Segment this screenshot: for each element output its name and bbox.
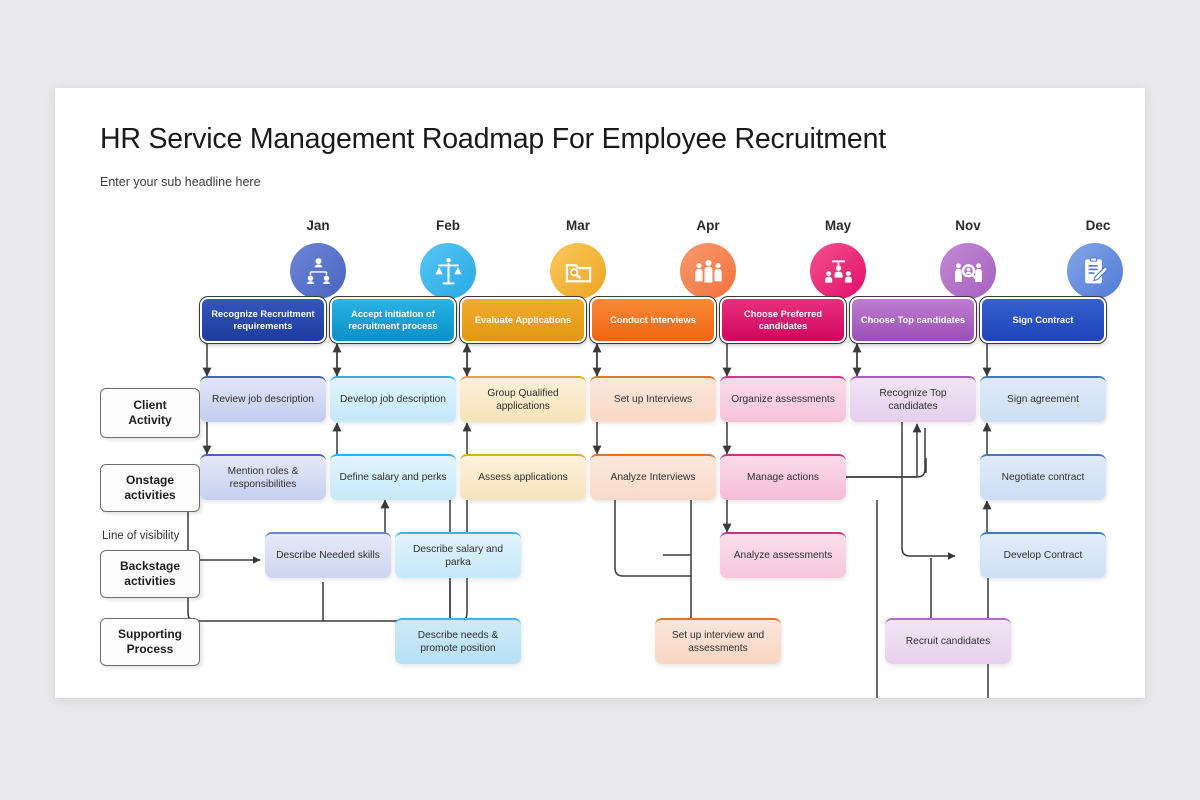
support-recruit-candidates[interactable]: Recruit candidates bbox=[885, 618, 1011, 664]
client-activity-may[interactable]: Choose Preferred candidates bbox=[719, 296, 847, 344]
onstage-may[interactable]: Organize assessments bbox=[720, 376, 846, 422]
page-title: HR Service Management Roadmap For Employ… bbox=[100, 123, 886, 155]
client-activity-mar[interactable]: Evaluate Applications bbox=[459, 296, 587, 344]
candidate-search-icon bbox=[940, 243, 996, 299]
month-label-feb: Feb bbox=[435, 218, 460, 233]
month-label-mar: Mar bbox=[565, 218, 590, 233]
backstage-dec[interactable]: Negotiate contract bbox=[980, 454, 1106, 500]
row-label-text: Onstage activities bbox=[124, 472, 176, 502]
sign-document-icon bbox=[1067, 243, 1123, 299]
onstage-nov[interactable]: Recognize Top candidates bbox=[850, 376, 976, 422]
row-label-text: Backstage activities bbox=[119, 558, 181, 588]
client-activity-nov[interactable]: Choose Top candidates bbox=[849, 296, 977, 344]
group-people-icon bbox=[680, 243, 736, 299]
support-analyze-assessments[interactable]: Analyze assessments bbox=[720, 532, 846, 578]
onstage-dec[interactable]: Sign agreement bbox=[980, 376, 1106, 422]
backstage-mar[interactable]: Assess applications bbox=[460, 454, 586, 500]
team-presentation-icon bbox=[810, 243, 866, 299]
month-label-dec: Dec bbox=[1085, 218, 1111, 233]
support-develop-contract[interactable]: Develop Contract bbox=[980, 532, 1106, 578]
month-label-jan: Jan bbox=[306, 218, 330, 233]
client-activity-apr[interactable]: Conduct Interviews bbox=[589, 296, 717, 344]
client-activity-dec[interactable]: Sign Contract bbox=[979, 296, 1107, 344]
support-describe-needed-skills[interactable]: Describe Needed skills bbox=[265, 532, 391, 578]
month-label-may: May bbox=[824, 218, 852, 233]
page-subtitle: Enter your sub headline here bbox=[100, 175, 261, 189]
support-set-up-interview-and-assessments[interactable]: Set up interview and assessments bbox=[655, 618, 781, 664]
month-label-nov: Nov bbox=[955, 218, 981, 233]
scales-balance-icon bbox=[420, 243, 476, 299]
support-describe-needs-promote-position[interactable]: Describe needs & promote position bbox=[395, 618, 521, 664]
row-label-text: Supporting Process bbox=[118, 626, 182, 656]
row-label-backstage-activities: Backstage activities bbox=[100, 550, 200, 598]
line-of-visibility-label: Line of visibility bbox=[102, 530, 180, 542]
row-label-onstage-activities: Onstage activities bbox=[100, 464, 200, 512]
file-search-icon bbox=[550, 243, 606, 299]
onstage-mar[interactable]: Group Qualified applications bbox=[460, 376, 586, 422]
backstage-may[interactable]: Manage actions bbox=[720, 454, 846, 500]
backstage-feb[interactable]: Define salary and perks bbox=[330, 454, 456, 500]
month-label-apr: Apr bbox=[696, 218, 720, 233]
client-activity-jan[interactable]: Recognize Recruitment requirements bbox=[199, 296, 327, 344]
org-chart-people-icon bbox=[290, 243, 346, 299]
support-describe-salary-and-parka[interactable]: Describe salary and parka bbox=[395, 532, 521, 578]
backstage-apr[interactable]: Analyze Interviews bbox=[590, 454, 716, 500]
client-activity-feb[interactable]: Accept initiation of recruitment process bbox=[329, 296, 457, 344]
backstage-jan[interactable]: Mention roles & responsibilities bbox=[200, 454, 326, 500]
onstage-jan[interactable]: Review job description bbox=[200, 376, 326, 422]
onstage-feb[interactable]: Develop job description bbox=[330, 376, 456, 422]
row-label-supporting-process: Supporting Process bbox=[100, 618, 200, 666]
row-label-text: Client Activity bbox=[128, 397, 172, 427]
slide-canvas: HR Service Management Roadmap For Employ… bbox=[55, 88, 1145, 698]
onstage-apr[interactable]: Set up Interviews bbox=[590, 376, 716, 422]
row-label-client-activity: Client Activity bbox=[100, 388, 200, 438]
